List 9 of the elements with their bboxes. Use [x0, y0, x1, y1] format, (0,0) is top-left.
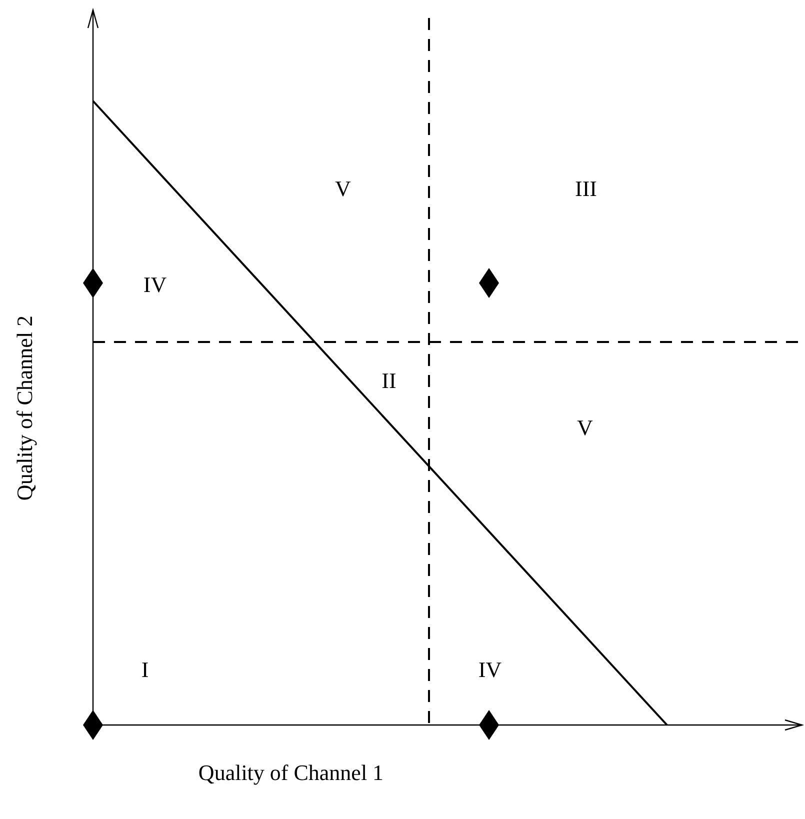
- region-label: IV: [478, 659, 502, 681]
- region-label: II: [382, 370, 396, 392]
- region-label: IV: [143, 274, 167, 296]
- region-label: V: [577, 417, 593, 439]
- region-label: III: [575, 178, 597, 200]
- region-label: I: [141, 659, 149, 681]
- axis-label: Quality of Channel 2: [14, 315, 36, 501]
- region-label: V: [335, 178, 351, 200]
- axis-label: Quality of Channel 1: [198, 762, 384, 784]
